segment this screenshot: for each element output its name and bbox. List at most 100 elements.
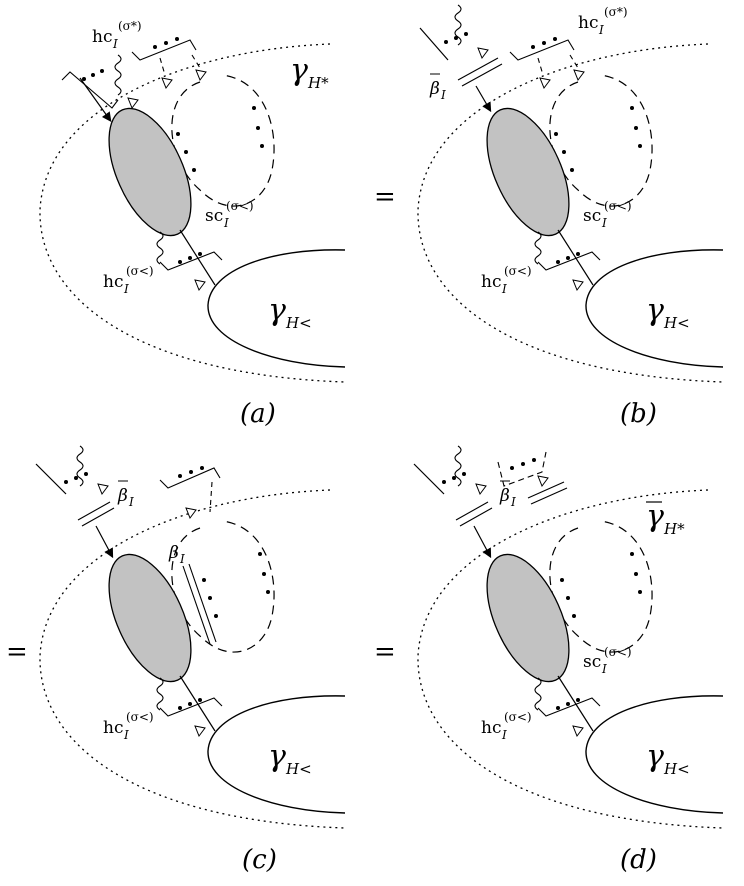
beta-bar-double-line-right <box>527 481 568 505</box>
hard-blob <box>108 553 192 683</box>
jet-bracket-right <box>509 39 575 61</box>
equals-sign-cd: = <box>374 637 396 667</box>
panel-c: β I β I hc I (σ<) γ H< (c) <box>35 445 346 875</box>
bottom-bracket <box>159 697 223 717</box>
gamma-less-sub: H< <box>663 760 690 778</box>
wavy-photon-bottom <box>156 231 164 265</box>
sc-sup: (σ<) <box>604 199 632 213</box>
bottom-dots <box>178 252 202 264</box>
beta-bar-double-line <box>455 501 493 527</box>
gamma-star-label: γ <box>290 53 308 88</box>
outgoing-line <box>179 675 216 732</box>
sc-sub: I <box>601 216 607 230</box>
panel-d: β I γ H* sc I (σ<) hc I (σ<) γ H< (d) <box>413 445 724 875</box>
bottom-dots <box>556 252 580 264</box>
wavy-photon-bottom <box>156 677 164 711</box>
gamma-star-sub: H* <box>307 74 329 92</box>
gamma-star-dotted-curve <box>417 43 724 383</box>
jet-dots-left <box>444 32 468 44</box>
triangle-marker-4 <box>194 279 206 292</box>
hc-top-sub: I <box>112 37 118 51</box>
soft-dashed-loop <box>171 520 275 653</box>
jet-bracket-left <box>61 71 119 109</box>
jet-dots-left <box>64 472 88 484</box>
jet-bracket-right <box>131 39 197 61</box>
triangle-marker-3 <box>127 97 139 110</box>
gamma-star-bar-label: γ <box>646 499 664 534</box>
beta-double-line <box>182 563 217 645</box>
jet-bracket-right <box>159 467 221 489</box>
hc-bottom-label: hc <box>481 272 501 292</box>
sc-sup: (σ<) <box>226 199 254 213</box>
wavy-photon-top <box>454 4 462 46</box>
hc-bottom-sub: I <box>501 728 507 742</box>
triangle-marker-3 <box>477 47 489 60</box>
beta-sub: I <box>179 552 185 566</box>
wavy-photon-top <box>76 445 84 487</box>
hc-bottom-label: hc <box>103 718 123 738</box>
triangle-marker-2 <box>573 69 585 82</box>
wavy-photon-top <box>114 54 122 96</box>
gamma-less-label: γ <box>646 739 664 774</box>
incoming-line <box>35 463 67 495</box>
dashed-feed-1 <box>159 57 166 76</box>
triangle-marker-2 <box>185 507 197 520</box>
triangle-marker-4 <box>194 725 206 738</box>
equals-sign-c: = <box>6 637 28 667</box>
sc-label: sc <box>205 206 223 226</box>
hc-bottom-label: hc <box>103 272 123 292</box>
incoming-line-lower <box>473 525 492 559</box>
sc-sup: (σ<) <box>604 645 632 659</box>
beta-label: β <box>168 543 179 563</box>
gamma-less-solid-curve <box>585 695 724 814</box>
dashed-feed-2 <box>191 54 201 69</box>
triangle-marker-4 <box>572 279 584 292</box>
hard-blob <box>486 107 570 237</box>
triangle-marker-3 <box>475 483 487 496</box>
jet-dots-right <box>531 37 557 49</box>
dashed-feed-1 <box>537 57 544 76</box>
jet-dots-right <box>153 37 179 49</box>
jet-dots-left <box>442 472 466 484</box>
hc-top-sub: I <box>598 23 604 37</box>
wavy-photon-bottom <box>534 677 542 711</box>
outgoing-line <box>557 229 594 286</box>
gamma-star-dotted-curve <box>39 43 346 383</box>
bottom-bracket <box>537 251 601 271</box>
bottom-bracket <box>537 697 601 717</box>
triangle-marker-2 <box>537 475 549 488</box>
panel-b-caption: (b) <box>620 399 657 429</box>
gamma-less-sub: H< <box>285 760 312 778</box>
hard-blob <box>486 553 570 683</box>
loop-dots <box>554 106 642 172</box>
incoming-line <box>413 463 445 495</box>
hc-top-sup: (σ*) <box>118 19 142 33</box>
gamma-less-solid-curve <box>207 695 346 814</box>
gamma-star-bar-dotted-curve <box>417 489 724 829</box>
hc-bottom-sub: I <box>123 728 129 742</box>
hc-bottom-sub: I <box>501 282 507 296</box>
bottom-bracket <box>159 251 223 271</box>
gamma-less-solid-curve <box>585 249 724 368</box>
soft-dashed-loop <box>171 74 275 207</box>
outgoing-line <box>179 229 216 286</box>
triangle-marker-2 <box>195 69 207 82</box>
soft-dashed-loop <box>549 520 653 653</box>
gamma-less-sub: H< <box>663 314 690 332</box>
beta-bar-label: β <box>499 486 510 506</box>
beta-bar-double-line <box>77 501 115 527</box>
incoming-line <box>419 27 449 61</box>
outgoing-line <box>557 675 594 732</box>
jet-dots-right <box>510 458 536 470</box>
gamma-less-sub: H< <box>285 314 312 332</box>
panel-d-caption: (d) <box>620 845 657 875</box>
wavy-photon-top <box>454 445 462 487</box>
sc-sub: I <box>601 662 607 676</box>
hc-bottom-sub: I <box>123 282 129 296</box>
gamma-less-solid-curve <box>207 249 346 368</box>
gamma-less-label: γ <box>646 293 664 328</box>
bottom-dots <box>556 698 580 710</box>
gamma-less-label: γ <box>268 293 286 328</box>
hc-top-sup: (σ*) <box>604 5 628 19</box>
